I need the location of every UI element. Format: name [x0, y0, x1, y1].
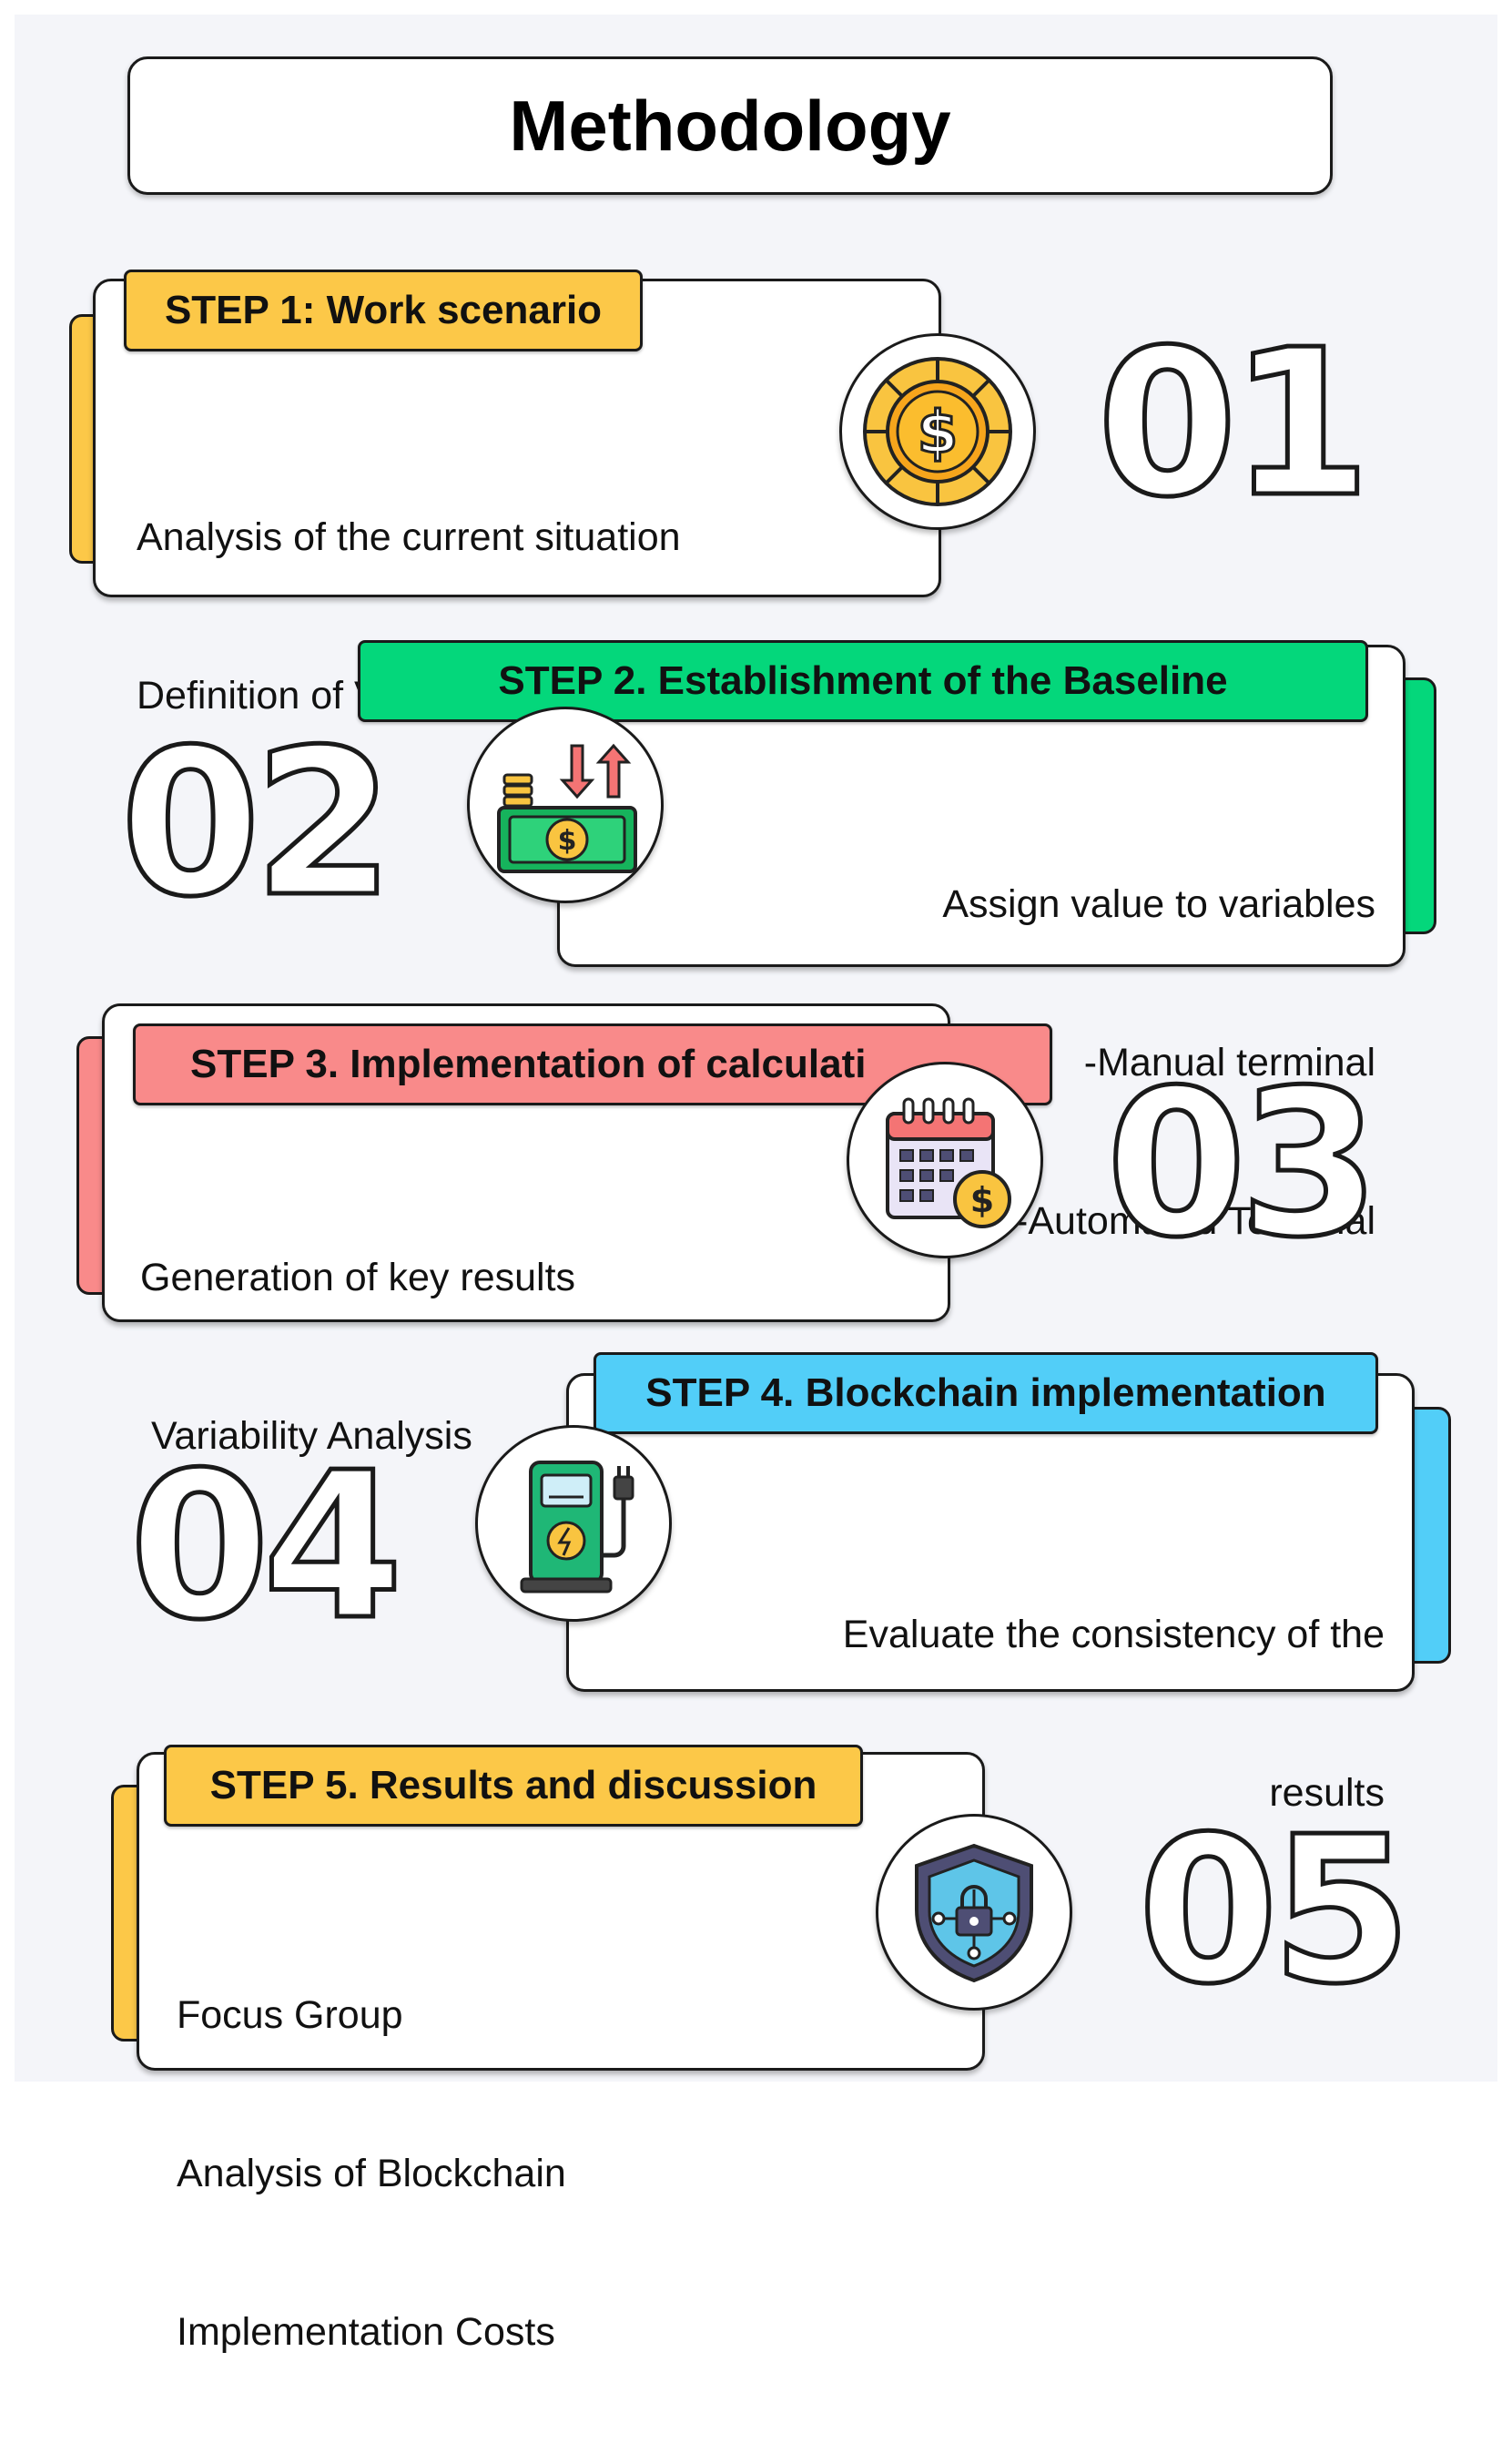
step-4-line-1: Evaluate the consistency of the	[842, 1613, 1385, 1656]
step-3-number: 03	[1104, 1047, 1383, 1282]
step-5-icon-circle	[876, 1814, 1072, 2011]
step-5-line-1: Focus Group	[177, 1993, 403, 2037]
step-4-icon-circle	[475, 1425, 672, 1622]
step-4-line-2: results	[1269, 1771, 1385, 1815]
step-2-header: STEP 2. Establishment of the Baseline	[358, 640, 1368, 722]
page-title: Methodology	[509, 85, 951, 166]
svg-text:$: $	[558, 825, 577, 857]
step-3-icon-circle: $	[847, 1062, 1043, 1258]
step-2-icon-circle: $	[467, 707, 664, 903]
step-5-header: STEP 5. Results and discussion	[164, 1745, 863, 1827]
money-exchange-icon: $	[497, 743, 637, 873]
svg-text:$: $	[918, 400, 959, 467]
step-1-line-1: Analysis of the current situation	[137, 515, 681, 559]
step-4-header: STEP 4. Blockchain implementation	[594, 1352, 1378, 1434]
step-2-text: Assign value to variables -Manual termin…	[942, 772, 1375, 1353]
title-box: Methodology	[127, 56, 1333, 195]
step-1-header: STEP 1: Work scenario	[124, 270, 643, 351]
step-1-number: 01	[1095, 307, 1374, 542]
step-1-icon-circle: $	[839, 333, 1036, 530]
step-3-text: Generation of key results Variability An…	[140, 1145, 575, 1568]
step-2-line-3: -Automated Terminal	[1015, 1199, 1375, 1243]
charging-station-icon	[520, 1461, 634, 1593]
step-3-line-1: Generation of key results	[140, 1256, 576, 1299]
svg-text:$: $	[970, 1180, 994, 1220]
step-2-line-1: Assign value to variables	[942, 882, 1375, 926]
step-5-line-3: Implementation Costs	[177, 2310, 555, 2354]
step-4-text: Evaluate the consistency of the results	[843, 1502, 1385, 1925]
step-3-header: STEP 3. Implementation of calculati	[133, 1023, 1052, 1105]
step-5-text: Focus Group Analysis of Blockchain Imple…	[177, 1883, 566, 2464]
shield-lock-icon	[915, 1843, 1033, 1983]
step-5-number: 05	[1136, 1794, 1415, 2029]
calendar-payment-icon: $	[886, 1097, 1011, 1228]
step-5-line-2: Analysis of Blockchain	[177, 2152, 566, 2195]
step-2-line-2: -Manual terminal	[1083, 1041, 1375, 1084]
step-2-number: 02	[118, 707, 397, 942]
step-3-line-2: Variability Analysis	[140, 1414, 472, 1458]
coin-icon: $	[863, 357, 1012, 506]
step-4-number: 04	[127, 1430, 406, 1665]
